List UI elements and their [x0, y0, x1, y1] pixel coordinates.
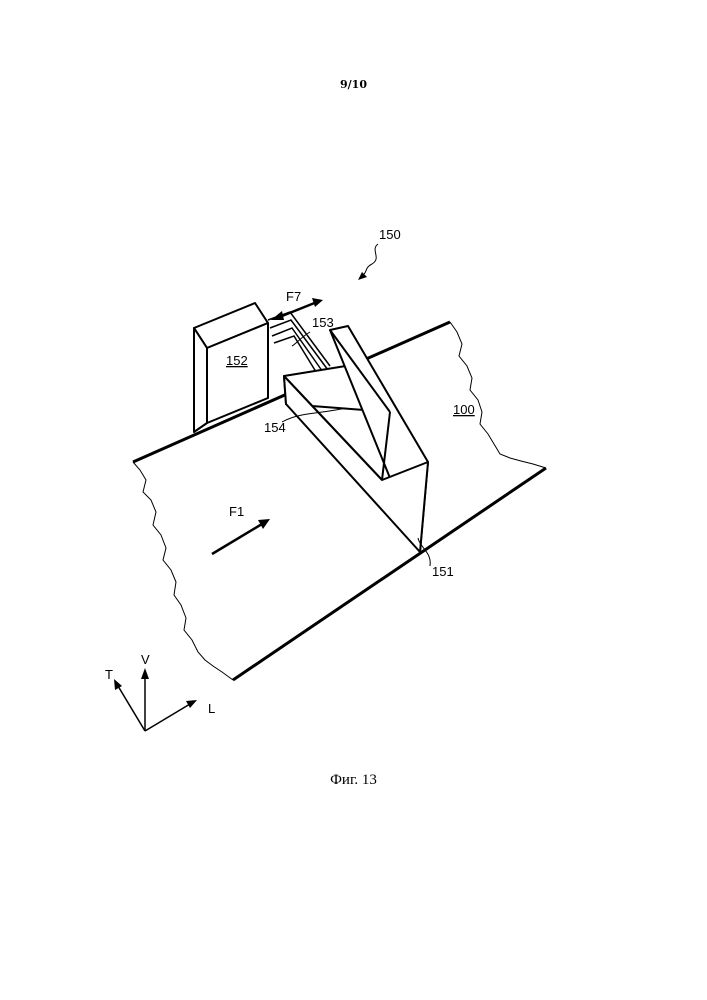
axis-label-v: V — [141, 652, 150, 667]
label-f7: F7 — [286, 289, 301, 304]
axis-label-l: L — [208, 701, 215, 716]
figure-caption: Фиг. 13 — [0, 772, 707, 789]
label-151: 151 — [432, 564, 454, 579]
label-150: 150 — [379, 227, 401, 242]
axis-triad — [114, 668, 197, 731]
axis-label-t: T — [105, 667, 113, 682]
label-153: 153 — [312, 315, 334, 330]
reference-150-squiggle — [358, 244, 378, 280]
label-152: 152 — [226, 353, 248, 368]
label-154: 154 — [264, 420, 286, 435]
label-f1: F1 — [229, 504, 244, 519]
blade-151 — [284, 326, 428, 552]
label-100: 100 — [453, 402, 475, 417]
force-f1-arrow — [212, 519, 270, 554]
